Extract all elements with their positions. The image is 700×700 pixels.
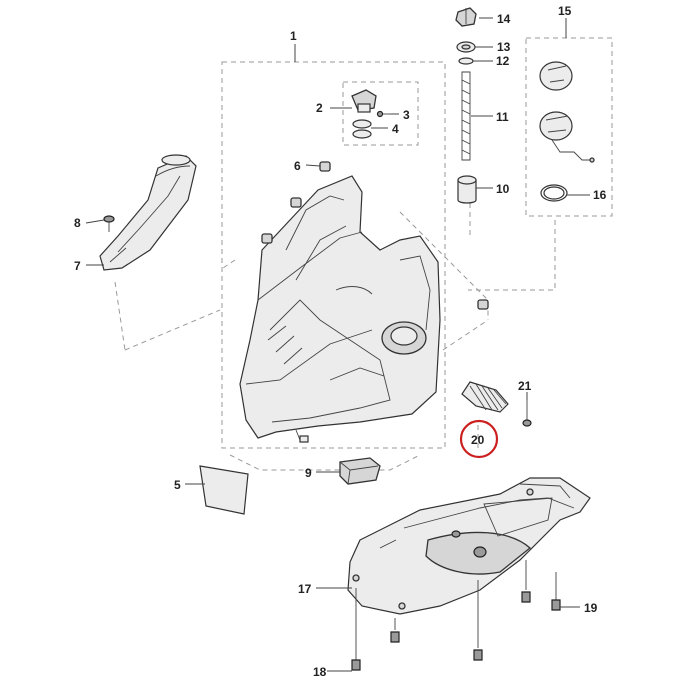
part-ring-12 (458, 57, 474, 65)
callout-4: 4 (392, 122, 399, 136)
highlight-circle (459, 419, 499, 459)
part-gasket-5 (199, 465, 249, 515)
callout-2: 2 (316, 101, 323, 115)
part-handle (99, 154, 197, 271)
part-screw-3 (376, 110, 390, 118)
callout-18: 18 (313, 665, 327, 679)
part-screw-8 (103, 215, 115, 232)
callout-16: 16 (593, 188, 607, 202)
callout-11: 11 (496, 110, 509, 124)
callout-3: 3 (403, 108, 410, 122)
assembly-guides (114, 180, 556, 471)
part-plate-17 (347, 477, 591, 615)
part-rings-4 (352, 119, 372, 139)
callout-21: 21 (518, 379, 532, 393)
callout-8: 8 (74, 216, 81, 230)
callout-9: 9 (305, 466, 312, 480)
part-filter-10 (457, 175, 477, 204)
callout-14: 14 (497, 12, 511, 26)
part-block-9 (339, 457, 381, 485)
part-spring-11 (461, 71, 471, 161)
callout-15: 15 (558, 4, 572, 18)
callout-7: 7 (74, 259, 81, 273)
callout-20: 20 (471, 433, 485, 447)
part-grommets (261, 161, 489, 310)
part-seal-16 (540, 184, 568, 202)
callout-12: 12 (496, 54, 510, 68)
part-screw-21 (522, 400, 532, 427)
part-plug-14 (455, 7, 477, 27)
part-screws-19 (521, 560, 561, 611)
part-housing (239, 175, 441, 443)
assembly-box-1 (221, 61, 446, 449)
assembly-box-15 (525, 37, 613, 217)
callout-1: 1 (290, 29, 297, 43)
part-screws-18 (351, 580, 483, 671)
part-cap-2 (351, 89, 377, 113)
callout-6: 6 (294, 159, 301, 173)
callout-5: 5 (174, 478, 181, 492)
callout-13: 13 (497, 40, 511, 54)
callout-19: 19 (584, 601, 598, 615)
part-washer-13 (456, 41, 476, 53)
callout-10: 10 (496, 182, 510, 196)
part-cap-15 (539, 61, 595, 163)
callouts: 1 2 3 4 5 6 7 8 9 10 11 12 13 14 15 16 1… (74, 4, 607, 679)
callout-17: 17 (298, 582, 312, 596)
part-filter-20 (461, 381, 509, 413)
assembly-box-2-4 (342, 81, 419, 146)
leader-lines (85, 17, 590, 672)
